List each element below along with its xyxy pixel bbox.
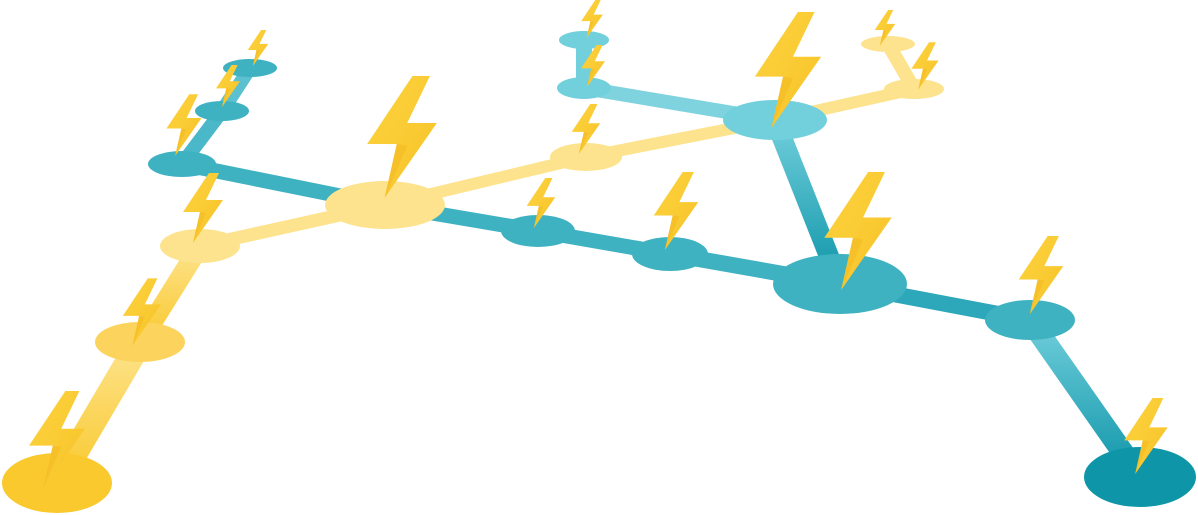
network-node [325, 181, 445, 229]
network-node [773, 254, 907, 314]
network-node [195, 101, 249, 121]
network-node [1084, 447, 1196, 507]
lightning-bolt-icon [367, 76, 437, 198]
network-node [884, 79, 944, 99]
network-node [985, 300, 1075, 340]
network-node [550, 143, 622, 171]
network-node [148, 151, 216, 177]
network-node [632, 237, 708, 271]
network-node [2, 453, 112, 513]
network-node [861, 36, 915, 52]
network-nodes [2, 31, 1196, 513]
network-node [557, 77, 611, 99]
network-node [559, 31, 609, 49]
network-node [160, 229, 240, 263]
network-node [95, 322, 185, 362]
network-node [501, 215, 575, 247]
network-node [223, 59, 277, 77]
